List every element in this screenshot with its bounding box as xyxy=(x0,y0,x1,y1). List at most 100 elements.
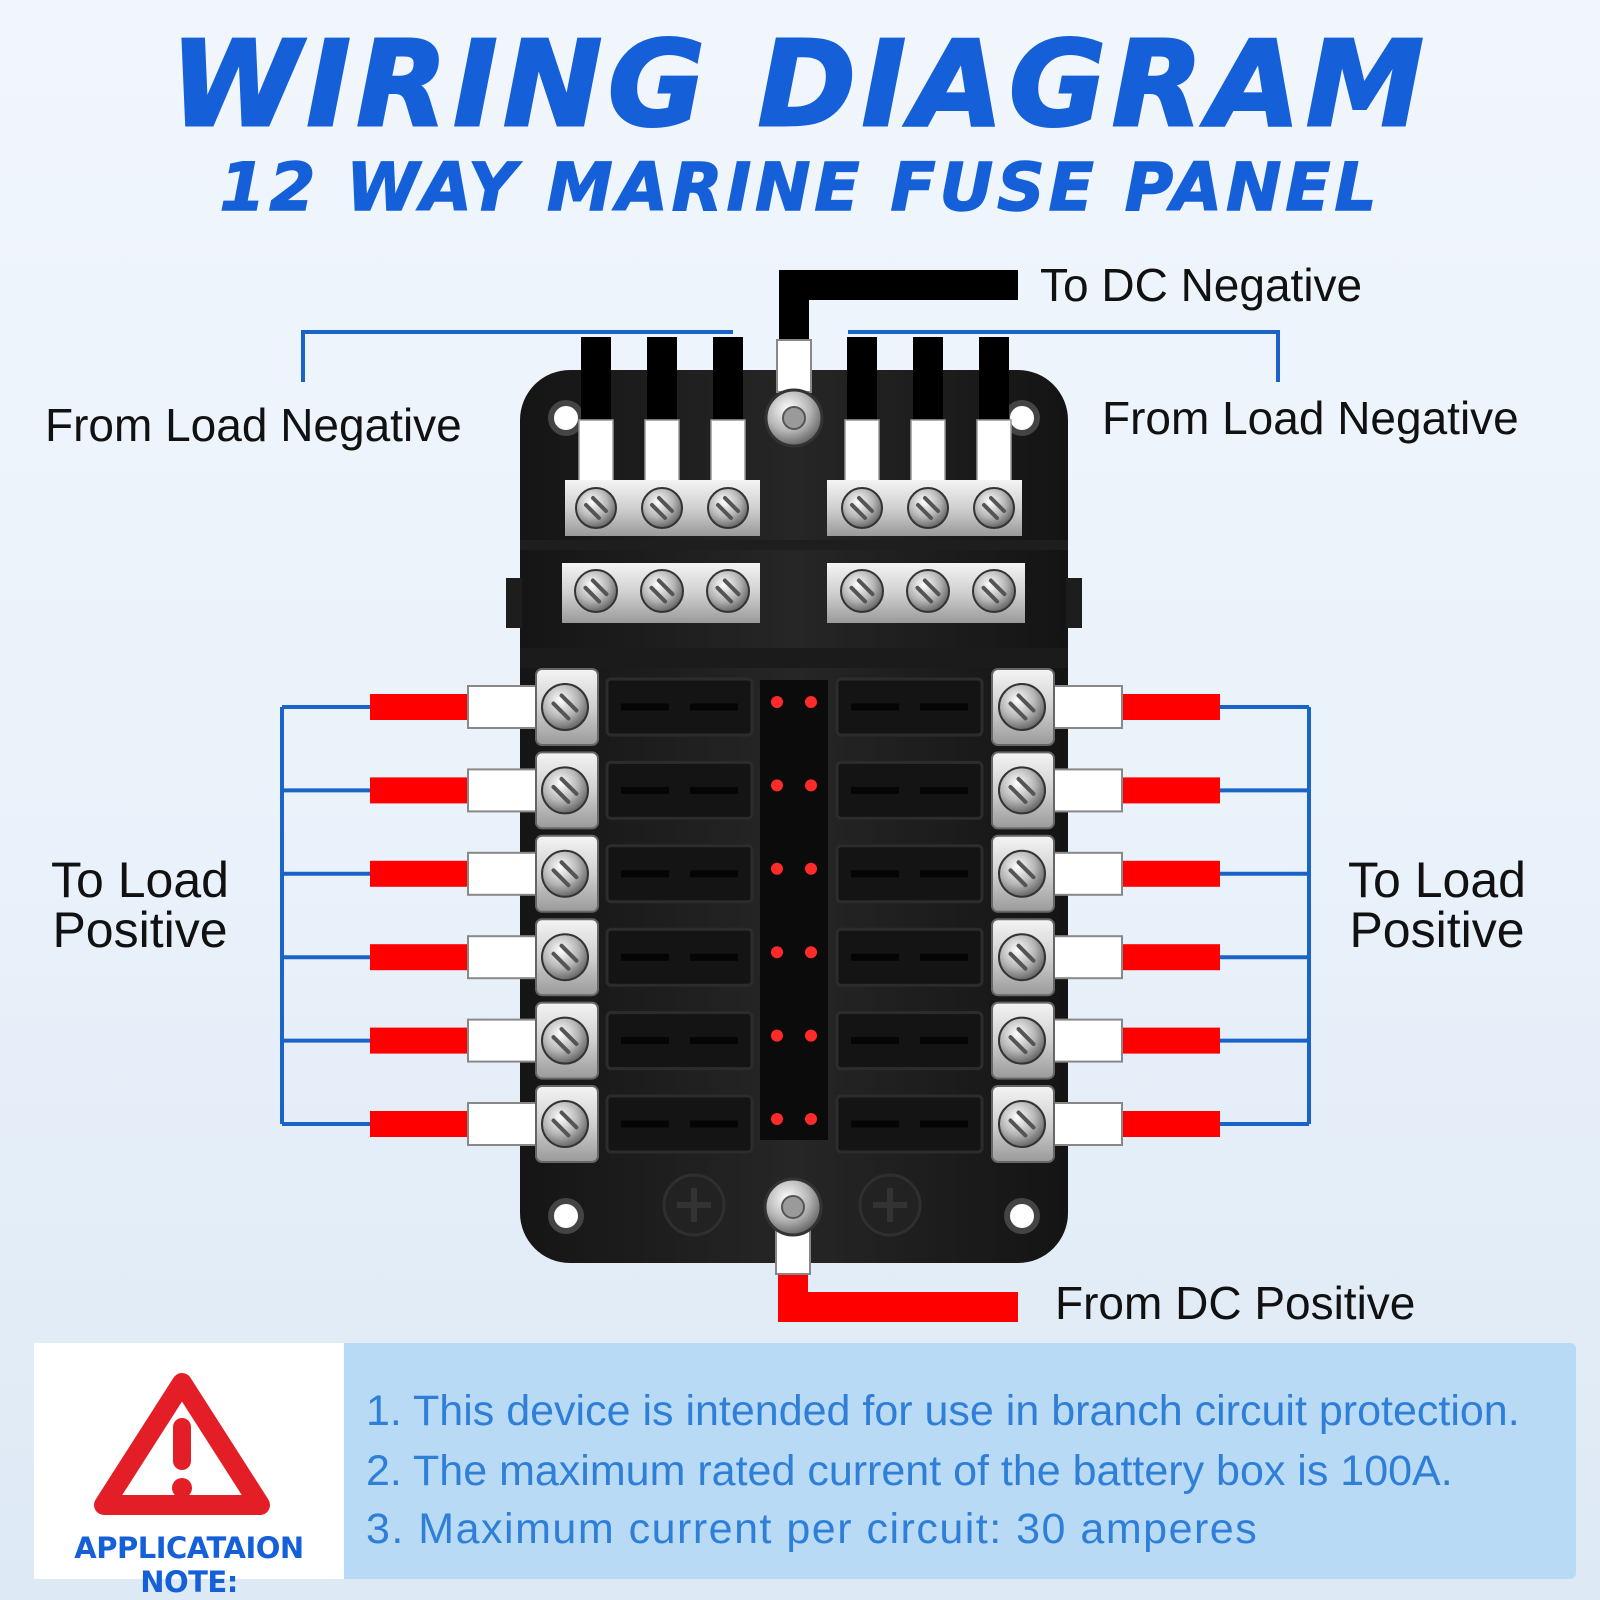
page-subtitle: 12 WAY MARINE FUSE PANEL xyxy=(219,148,1381,227)
screw-icon xyxy=(998,1100,1046,1148)
note-line-2: 2. The maximum rated current of the batt… xyxy=(366,1447,1453,1495)
screw-icon xyxy=(973,487,1015,529)
fuse-slot xyxy=(835,677,984,737)
fuse-slot xyxy=(835,1094,984,1154)
fuse-slot xyxy=(605,1094,754,1154)
label-dc-positive: From DC Positive xyxy=(1055,1277,1416,1329)
screw-icon xyxy=(541,1100,589,1148)
note-line-1: 1. This device is intended for use in br… xyxy=(366,1387,1520,1435)
load-negative-bracket-right xyxy=(848,330,1280,382)
dc-negative-wire xyxy=(779,270,1018,360)
positive-load-wire xyxy=(370,944,470,971)
screw-icon xyxy=(541,1016,589,1065)
fuse-led-indicator xyxy=(805,1113,817,1125)
screw-icon xyxy=(998,683,1046,731)
wire-terminal-lug xyxy=(1051,935,1123,980)
fuse-slot xyxy=(605,844,754,904)
positive-load-wire xyxy=(370,860,470,887)
fuse-led-indicator xyxy=(771,862,783,875)
positive-load-wire xyxy=(370,694,470,720)
wire-terminal-lug xyxy=(467,935,539,980)
positive-load-wire xyxy=(1120,1027,1220,1054)
negative-load-wire xyxy=(581,337,611,423)
screw-icon xyxy=(541,933,589,982)
fuse-slot xyxy=(835,1011,984,1071)
wire-terminal-lug xyxy=(1051,1102,1123,1146)
mounting-hole xyxy=(1004,1198,1040,1234)
wire-terminal-lug xyxy=(578,419,614,491)
page-title: WIRING DIAGRAM xyxy=(169,14,1430,155)
screw-icon xyxy=(998,1016,1046,1065)
positive-load-wire xyxy=(370,1027,470,1054)
positive-load-wire xyxy=(370,1111,470,1137)
screw-icon xyxy=(972,569,1016,613)
label-dc-negative: To DC Negative xyxy=(1040,259,1363,311)
wire-terminal-lug xyxy=(976,419,1012,491)
wire-terminal-lug xyxy=(910,419,946,491)
positive-load-wire xyxy=(1120,860,1220,887)
screw-icon xyxy=(541,849,589,898)
fuse-led-indicator xyxy=(805,946,817,959)
screw-icon xyxy=(541,766,589,815)
label-line: To Load xyxy=(51,852,229,908)
screw-icon xyxy=(906,569,950,613)
screw-icon xyxy=(640,569,684,613)
label-load-positive-right: To Load Positive xyxy=(1337,855,1537,955)
screw-icon xyxy=(840,569,884,613)
mounting-hole xyxy=(548,400,584,436)
screw-icon xyxy=(574,569,618,613)
label-line: Positive xyxy=(52,902,228,958)
negative-load-wire xyxy=(979,337,1009,423)
note-line-3: 3. Maximum current per circuit: 30 amper… xyxy=(366,1505,1259,1553)
fuse-led-indicator xyxy=(805,779,817,792)
positive-load-wire xyxy=(1120,1111,1220,1137)
fuse-led-indicator xyxy=(805,862,817,875)
fuse-led-indicator xyxy=(771,1113,783,1125)
fuse-slot xyxy=(605,760,754,820)
wire-terminal-lug xyxy=(1051,685,1123,729)
fuse-led-indicator xyxy=(805,696,817,708)
fuse-slot xyxy=(835,927,984,987)
fuse-slot xyxy=(835,844,984,904)
label-load-negative-right: From Load Negative xyxy=(1102,392,1519,444)
screw-icon xyxy=(575,487,617,529)
fuse-led-indicator xyxy=(771,946,783,959)
label-load-negative-left: From Load Negative xyxy=(45,399,462,451)
fuse-slot xyxy=(605,927,754,987)
screw-icon xyxy=(841,487,883,529)
screw-icon xyxy=(998,766,1046,815)
wire-terminal-lug xyxy=(1051,1018,1123,1063)
screw-icon xyxy=(907,487,949,529)
fuse-slot xyxy=(835,760,984,820)
positive-load-wire xyxy=(1120,944,1220,971)
screw-icon xyxy=(707,487,749,529)
note-heading: APPLICATAION NOTE: xyxy=(74,1531,304,1599)
negative-load-wire xyxy=(713,337,743,423)
warning-triangle-icon xyxy=(94,1373,270,1515)
dc-positive-wire xyxy=(778,1270,1018,1322)
wire-terminal-lug xyxy=(644,419,680,491)
label-line: To Load xyxy=(1348,852,1526,908)
positive-load-wire xyxy=(1120,777,1220,804)
screw-icon xyxy=(641,487,683,529)
negative-load-wire xyxy=(647,337,677,423)
negative-load-wire xyxy=(847,337,877,423)
label-load-positive-left: To Load Positive xyxy=(40,855,240,955)
fuse-led-indicator xyxy=(771,779,783,792)
mounting-hole xyxy=(548,1198,584,1234)
wire-terminal-lug xyxy=(467,1102,539,1146)
wire-terminal-lug xyxy=(1051,851,1123,896)
wire-terminal-lug xyxy=(844,419,880,491)
positive-load-wire xyxy=(370,777,470,804)
fuse-slot xyxy=(605,1011,754,1071)
screw-icon xyxy=(706,569,750,613)
wire-terminal-lug xyxy=(467,851,539,896)
warning-panel: APPLICATAION NOTE: xyxy=(34,1343,344,1599)
screw-icon xyxy=(998,849,1046,898)
screw-icon xyxy=(541,683,589,731)
fuse-led-indicator xyxy=(771,696,783,708)
wire-terminal-lug xyxy=(467,685,539,729)
positive-load-wire xyxy=(1120,694,1220,720)
negative-load-wire xyxy=(913,337,943,423)
wire-terminal-lug xyxy=(1051,768,1123,813)
